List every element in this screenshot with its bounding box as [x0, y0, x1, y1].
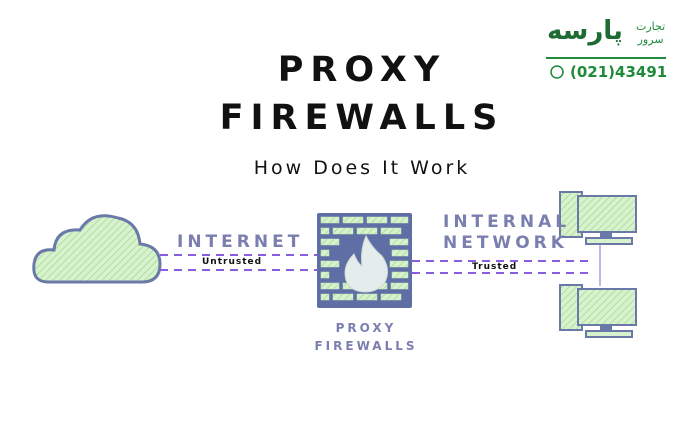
logo-tagline-line2: سرور [637, 33, 664, 46]
internal-label-line1: INTERNAL [443, 212, 571, 232]
internal-label-line2: NETWORK [443, 233, 568, 253]
computer-icon [559, 191, 637, 245]
firewall-icon [317, 213, 412, 308]
untrusted-label: Untrusted [202, 257, 263, 267]
page-subtitle: How Does It Work [253, 157, 471, 179]
untrusted-connection [160, 254, 318, 271]
trusted-connection [412, 260, 594, 274]
logo-tagline-line1: تجارت [636, 20, 666, 33]
page-title-line2: FIREWALLS [219, 98, 505, 138]
internet-label: INTERNET [177, 232, 304, 252]
phone-icon [550, 65, 564, 79]
logo-brand: پارسه [547, 16, 623, 46]
firewall-label-line2: FIREWALLS [314, 339, 418, 353]
trusted-label: Trusted [472, 262, 518, 272]
page-title-line1: PROXY [277, 50, 447, 90]
logo-tagline: تجارت سرور [636, 20, 665, 46]
logo-phone: (021)43491 [570, 63, 668, 81]
cloud-icon [32, 214, 162, 284]
computer-icon [559, 284, 637, 338]
firewall-label-line1: PROXY [335, 321, 397, 335]
